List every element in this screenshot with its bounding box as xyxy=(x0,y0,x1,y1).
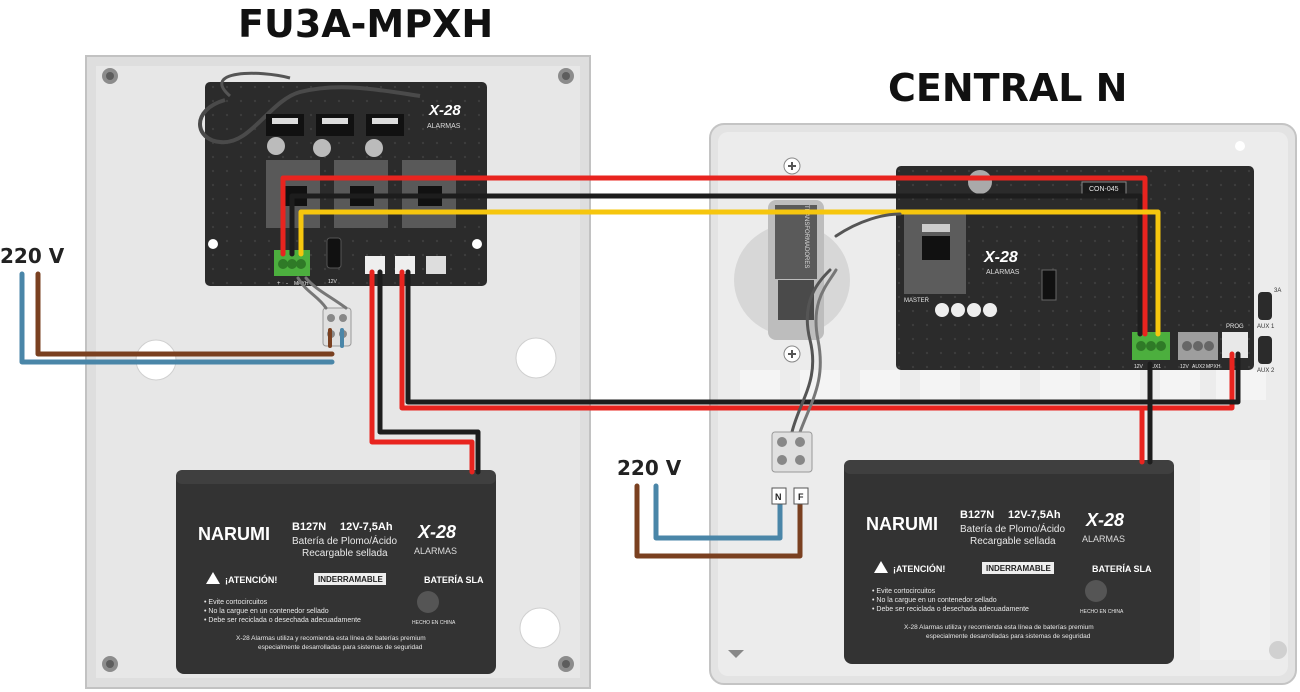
fu3a-board: X-28 ALARMAS + - MPXH 12V xyxy=(198,71,487,287)
term-12v-b: 12V xyxy=(1180,364,1190,370)
battery-right-footer1: X-28 Alarmas utiliza y recomienda esta l… xyxy=(904,624,1094,631)
mains-blue-right xyxy=(653,483,783,541)
battery-left-model: B127N xyxy=(292,521,326,533)
battery-left-logo-sub: ALARMAS xyxy=(414,546,457,556)
central-board: X-28 ALARMAS CON-045 MASTER 12V AUX1 12V… xyxy=(896,166,1254,370)
fuse-label-1: 3A xyxy=(1274,288,1281,294)
transformer-label: TRANSFORMADORES xyxy=(803,205,809,268)
bus-black xyxy=(289,193,1143,337)
battery-right-sla: BATERÍA SLA xyxy=(1092,564,1152,574)
central-logo-sub: ALARMAS xyxy=(986,269,1020,276)
aux-red xyxy=(399,269,1235,411)
battery-right: NARUMI B127N 12V-7,5Ah Batería de Plomo/… xyxy=(844,460,1174,664)
battery-right-type1: Batería de Plomo/Ácido xyxy=(960,522,1065,535)
battery-left-brand: NARUMI xyxy=(198,524,270,544)
con-label: CON-045 xyxy=(1089,186,1119,193)
aux-black xyxy=(405,269,1241,405)
battery-left-type1: Batería de Plomo/Ácido xyxy=(292,534,397,547)
battery-right-footer2: especialmente desarrolladas para sistema… xyxy=(926,633,1091,640)
term-plus: + xyxy=(277,281,281,287)
mains-blue-left xyxy=(19,271,335,365)
central-title: CENTRAL N xyxy=(888,66,1128,110)
battery-left-sla: BATERÍA SLA xyxy=(424,575,484,585)
term-aux1: AUX1 xyxy=(1148,364,1161,370)
term-aux2: AUX2 xyxy=(1192,364,1205,370)
battery-left-red xyxy=(369,269,475,475)
battery-left-type2: Recargable sellada xyxy=(302,548,388,559)
fu3a-title: FU3A-MPXH xyxy=(238,2,494,46)
term-12v-a: 12V xyxy=(1134,364,1144,370)
battery-left-madein: HECHO EN CHINA xyxy=(412,620,456,626)
neutral-label: N xyxy=(775,492,782,502)
bus-yellow xyxy=(298,209,1161,337)
battery-left-footer2: especialmente desarrolladas para sistema… xyxy=(258,644,423,651)
battery-left-black xyxy=(377,269,481,475)
battery-left-tip2: • No la cargue en un contenedor sellado xyxy=(204,608,329,615)
phase-label: F xyxy=(798,492,804,502)
battery-left-footer1: X-28 Alarmas utiliza y recomienda esta l… xyxy=(236,635,426,642)
battery-right-rating: 12V-7,5Ah xyxy=(1008,509,1061,521)
aux2-label: AUX 2 xyxy=(1257,368,1275,374)
battery-left-nonflam: INDERRAMABLE xyxy=(318,575,384,584)
battery-right-nonflam: INDERRAMABLE xyxy=(986,564,1052,573)
mains-brown-left xyxy=(35,271,335,357)
term-minus: - xyxy=(286,281,288,287)
battery-right-brand: NARUMI xyxy=(866,514,938,534)
voltage-label-left: 220 V xyxy=(0,244,65,268)
battery-right-madein: HECHO EN CHINA xyxy=(1080,609,1124,615)
battery-left-tip1: • Evite cortocircuitos xyxy=(204,599,268,606)
master-label: MASTER xyxy=(904,298,930,304)
battery-right-tip1: • Evite cortocircuitos xyxy=(872,588,936,595)
battery-right-warning: ¡ATENCIÓN! xyxy=(893,563,945,574)
term-mpxh-central: MPXH xyxy=(1206,364,1221,370)
battery-right-tip3: • Debe ser reciclada o desechada adecuad… xyxy=(872,606,1029,613)
aux-fuses: 3A AUX 1 AUX 2 xyxy=(1257,288,1281,374)
central-logo: X-28 xyxy=(983,249,1018,266)
battery-right-logo-sub: ALARMAS xyxy=(1082,534,1125,544)
fu3a-logo-sub: ALARMAS xyxy=(427,123,461,130)
term-12v: 12V xyxy=(328,279,338,285)
aux1-label: AUX 1 xyxy=(1257,324,1275,330)
battery-left: NARUMI B127N 12V-7,5Ah Batería de Plomo/… xyxy=(176,470,496,674)
battery-left-logo: X-28 xyxy=(417,522,456,542)
battery-left-rating: 12V-7,5Ah xyxy=(340,521,393,533)
battery-right-logo: X-28 xyxy=(1085,510,1124,530)
battery-left-warning: ¡ATENCIÓN! xyxy=(225,574,277,585)
battery-left-tip3: • Debe ser reciclada o desechada adecuad… xyxy=(204,617,361,624)
wires xyxy=(19,175,1241,559)
fu3a-power-terminal xyxy=(322,307,352,347)
battery-right-model: B127N xyxy=(960,509,994,521)
battery-right-type2: Recargable sellada xyxy=(970,536,1056,547)
fu3a-logo: X-28 xyxy=(428,102,461,119)
prog-label: PROG xyxy=(1226,324,1244,330)
bus-red xyxy=(280,175,1148,337)
central-power-terminal: N F xyxy=(771,431,813,505)
mains-brown-right xyxy=(634,483,803,559)
battery-right-tip2: • No la cargue en un contenedor sellado xyxy=(872,597,997,604)
voltage-label-right: 220 V xyxy=(617,456,682,480)
